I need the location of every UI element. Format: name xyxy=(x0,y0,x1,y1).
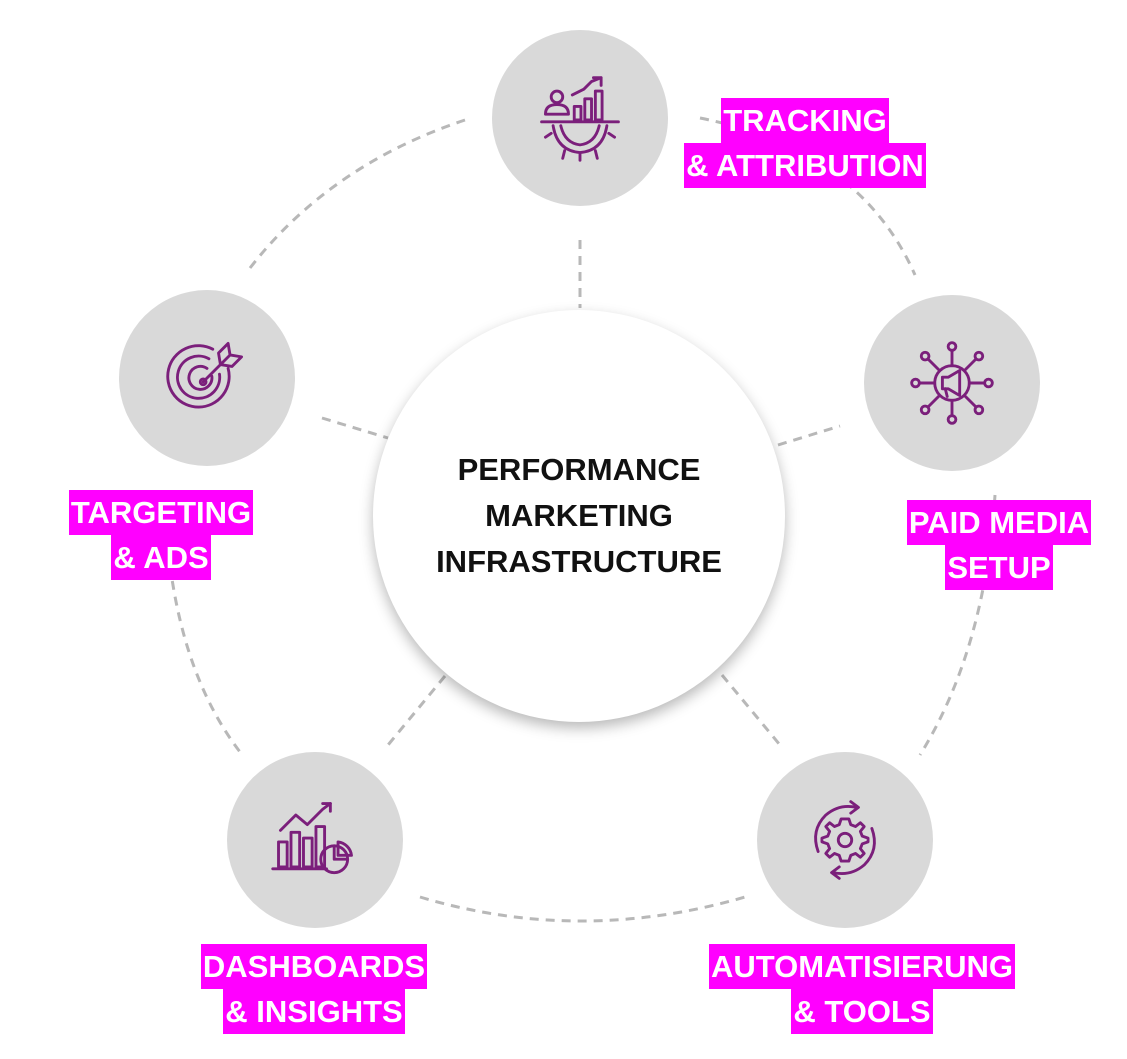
spoke-bottom-left xyxy=(386,675,447,746)
label-line: & ADS xyxy=(111,535,211,580)
target-arrow-icon xyxy=(166,342,243,409)
center-title-line: INFRASTRUCTURE xyxy=(436,544,722,579)
node-targeting xyxy=(119,290,295,466)
node-automation xyxy=(757,752,933,928)
center-hub: PERFORMANCE MARKETING INFRASTRUCTURE xyxy=(373,310,785,722)
label-dashboards: DASHBOARDS & INSIGHTS xyxy=(172,944,456,1034)
label-line: TRACKING xyxy=(721,98,889,143)
label-line: AUTOMATISIERUNG xyxy=(709,944,1015,989)
megaphone-network-icon xyxy=(910,341,994,425)
label-line: SETUP xyxy=(945,545,1053,590)
ring-arc-bottom xyxy=(419,895,746,923)
node-paid-media xyxy=(864,295,1040,471)
analytics-gear-icon xyxy=(540,76,620,162)
node-tracking xyxy=(492,30,668,206)
label-paid-media: PAID MEDIA SETUP xyxy=(870,500,1127,590)
label-line: TARGETING xyxy=(68,490,254,535)
node-dashboards xyxy=(227,752,403,928)
chart-report-icon xyxy=(271,802,353,875)
gear-cycle-icon xyxy=(814,800,876,880)
label-line: DASHBOARDS xyxy=(200,944,428,989)
label-line: PAID MEDIA xyxy=(906,500,1092,545)
center-title-line: MARKETING xyxy=(485,498,673,533)
spoke-right xyxy=(777,424,841,447)
ring-arc-left xyxy=(168,564,242,753)
label-targeting: TARGETING & ADS xyxy=(42,490,280,580)
ring-arc-top-left xyxy=(248,118,466,269)
label-line: & INSIGHTS xyxy=(223,989,405,1034)
spoke-left xyxy=(321,416,389,440)
center-title: PERFORMANCE MARKETING INFRASTRUCTURE xyxy=(436,447,722,585)
label-tracking: TRACKING & ATTRIBUTION xyxy=(650,98,960,188)
label-automation: AUTOMATISIERUNG & TOOLS xyxy=(680,944,1044,1034)
label-line: & TOOLS xyxy=(791,989,933,1034)
label-line: & ATTRIBUTION xyxy=(684,143,926,188)
spoke-bottom-right xyxy=(720,674,782,746)
center-title-line: PERFORMANCE xyxy=(457,452,701,487)
